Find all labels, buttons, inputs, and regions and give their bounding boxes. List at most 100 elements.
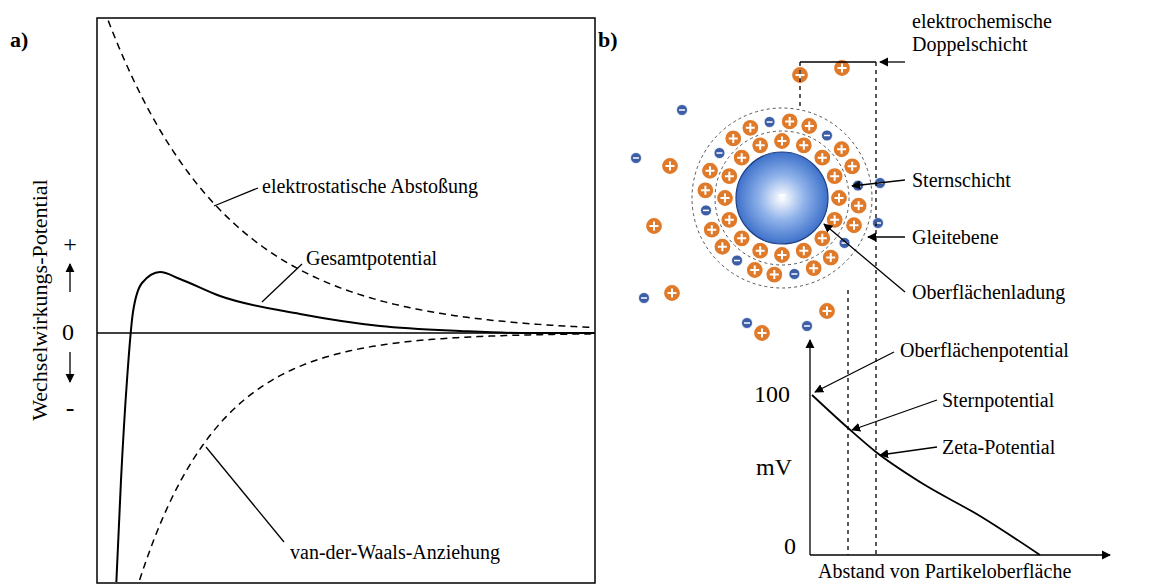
cation-sign (805, 121, 814, 130)
cation (733, 230, 750, 247)
cation (833, 141, 850, 158)
leader-line (206, 447, 284, 542)
x-axis (810, 554, 1110, 555)
callout-arrow (868, 236, 905, 237)
cation-sign (668, 289, 677, 298)
callout-label: Zeta-Potential (942, 436, 1055, 459)
anion-sign (824, 135, 830, 137)
cation (814, 230, 831, 247)
potential-curve (812, 395, 1040, 555)
cation-sign (737, 153, 746, 162)
cation (822, 249, 839, 266)
cation-sign (778, 251, 787, 260)
panel-label: b) (598, 27, 618, 52)
anion (789, 268, 800, 279)
anion (701, 205, 712, 216)
callout-arrow (880, 61, 905, 62)
cation (752, 242, 769, 259)
cation-sign (721, 194, 730, 203)
axis-tick: 0 (62, 319, 74, 347)
cation (795, 137, 812, 154)
cation-sign (826, 253, 835, 262)
cation (752, 137, 769, 154)
leader-line (214, 188, 258, 206)
cation (717, 190, 734, 207)
cation-sign (830, 172, 839, 181)
anion-sign (633, 157, 639, 159)
repulsion-curve (104, 19, 593, 328)
cation (725, 130, 742, 147)
cation-sign (756, 141, 765, 150)
cation (774, 247, 791, 264)
cation (795, 242, 812, 259)
up-arrow (69, 264, 70, 292)
anion (742, 318, 753, 329)
cation (664, 285, 681, 302)
cation-sign (701, 186, 710, 195)
cation-sign (837, 145, 846, 154)
cation (746, 262, 763, 279)
cation-sign (823, 307, 832, 316)
cation-sign (848, 162, 857, 171)
cation-sign (650, 222, 659, 231)
anion-sign (804, 325, 810, 327)
anion (631, 153, 642, 164)
anion (764, 117, 775, 128)
cation-sign (799, 141, 808, 150)
panel-label: a) (10, 27, 28, 52)
axis-tick: 100 (754, 381, 790, 409)
anion-sign (767, 121, 773, 123)
cation (662, 158, 679, 175)
anion (732, 255, 743, 266)
cation (826, 168, 843, 185)
anion (873, 218, 884, 229)
bracket (800, 61, 876, 62)
anion-sign (744, 322, 750, 324)
total-curve (116, 272, 594, 582)
attraction-curve (136, 334, 594, 582)
particle (736, 152, 828, 244)
cation-sign (729, 134, 738, 143)
axis-unit: mV (756, 454, 792, 482)
callout-label: Oberflächenladung (912, 281, 1065, 304)
callout-label: Sternpotential (942, 389, 1054, 412)
anion-sign (716, 152, 722, 154)
cation-sign (854, 201, 863, 210)
cation-sign (835, 194, 844, 203)
cation (714, 238, 731, 255)
anion-sign (791, 273, 797, 275)
cation (697, 182, 714, 199)
cation-sign (838, 64, 847, 73)
cation-sign (850, 221, 859, 230)
cation-sign (718, 242, 727, 251)
guide-line (847, 290, 848, 555)
leader-line (262, 264, 302, 302)
callout-arrow (852, 180, 905, 186)
cation-sign (725, 172, 734, 181)
cation-sign (707, 225, 716, 234)
cation-sign (799, 246, 808, 255)
callout-arrow (815, 352, 894, 392)
callout-arrow (880, 447, 937, 455)
axis-sign: + (63, 231, 77, 259)
anion-sign (703, 210, 709, 212)
y-axis (809, 340, 810, 555)
cation-sign (750, 266, 759, 275)
cation-sign (705, 166, 714, 175)
callout-label: Sternschicht (912, 169, 1011, 192)
stern-boundary (715, 131, 849, 265)
cation (844, 158, 861, 175)
axis-title: Abstand von Partikeloberfläche (818, 560, 1071, 583)
ion-cloud (631, 60, 886, 342)
down-arrow (69, 352, 70, 382)
cation-sign (756, 246, 765, 255)
cation (766, 266, 783, 283)
anion-sign (734, 260, 740, 262)
guide-line (799, 62, 800, 108)
axis-title: Wechselwirkungs-Potential (27, 179, 52, 420)
slip-plane (692, 108, 872, 288)
cation-sign (758, 329, 767, 338)
charge-sign: - (778, 180, 786, 208)
callout-arrow (852, 400, 937, 430)
